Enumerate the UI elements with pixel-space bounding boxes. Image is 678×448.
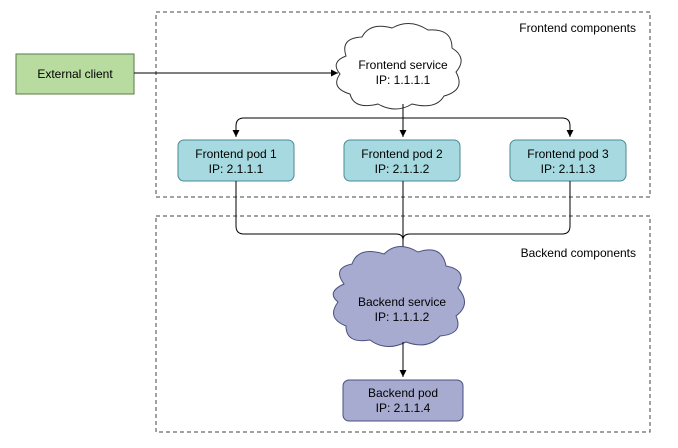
frontend-service-cloud — [335, 23, 462, 110]
backend-pod-name: Backend pod — [368, 386, 438, 400]
backend-service-name: Backend service — [358, 295, 446, 309]
frontend-pod-3-name: Frontend pod 3 — [527, 147, 609, 161]
backend-pod — [342, 379, 464, 422]
frontend-pod-1-name: Frontend pod 1 — [195, 147, 277, 161]
external-client-label: External client — [37, 67, 113, 81]
frontend-pod-2 — [343, 139, 461, 182]
frontend-service-ip: IP: 1.1.1.1 — [376, 73, 431, 87]
frontend-service-name: Frontend service — [358, 58, 448, 72]
backend-components-label: Backend components — [521, 246, 636, 260]
frontend-pod-3-ip: IP: 2.1.1.3 — [541, 162, 596, 176]
frontend-pod-2-name: Frontend pod 2 — [361, 147, 443, 161]
backend-pod-ip: IP: 2.1.1.4 — [376, 401, 431, 415]
service-to-pods-connectors — [232, 104, 574, 137]
frontend-pod-1-ip: IP: 2.1.1.1 — [209, 162, 264, 176]
backend-service-cloud — [332, 246, 465, 347]
frontend-pod-2-ip: IP: 2.1.1.2 — [375, 162, 430, 176]
external-client-box — [15, 53, 135, 95]
backend-service-ip: IP: 1.1.1.2 — [375, 310, 430, 324]
frontend-pod-3 — [509, 139, 627, 182]
frontend-components-label: Frontend components — [519, 21, 636, 35]
